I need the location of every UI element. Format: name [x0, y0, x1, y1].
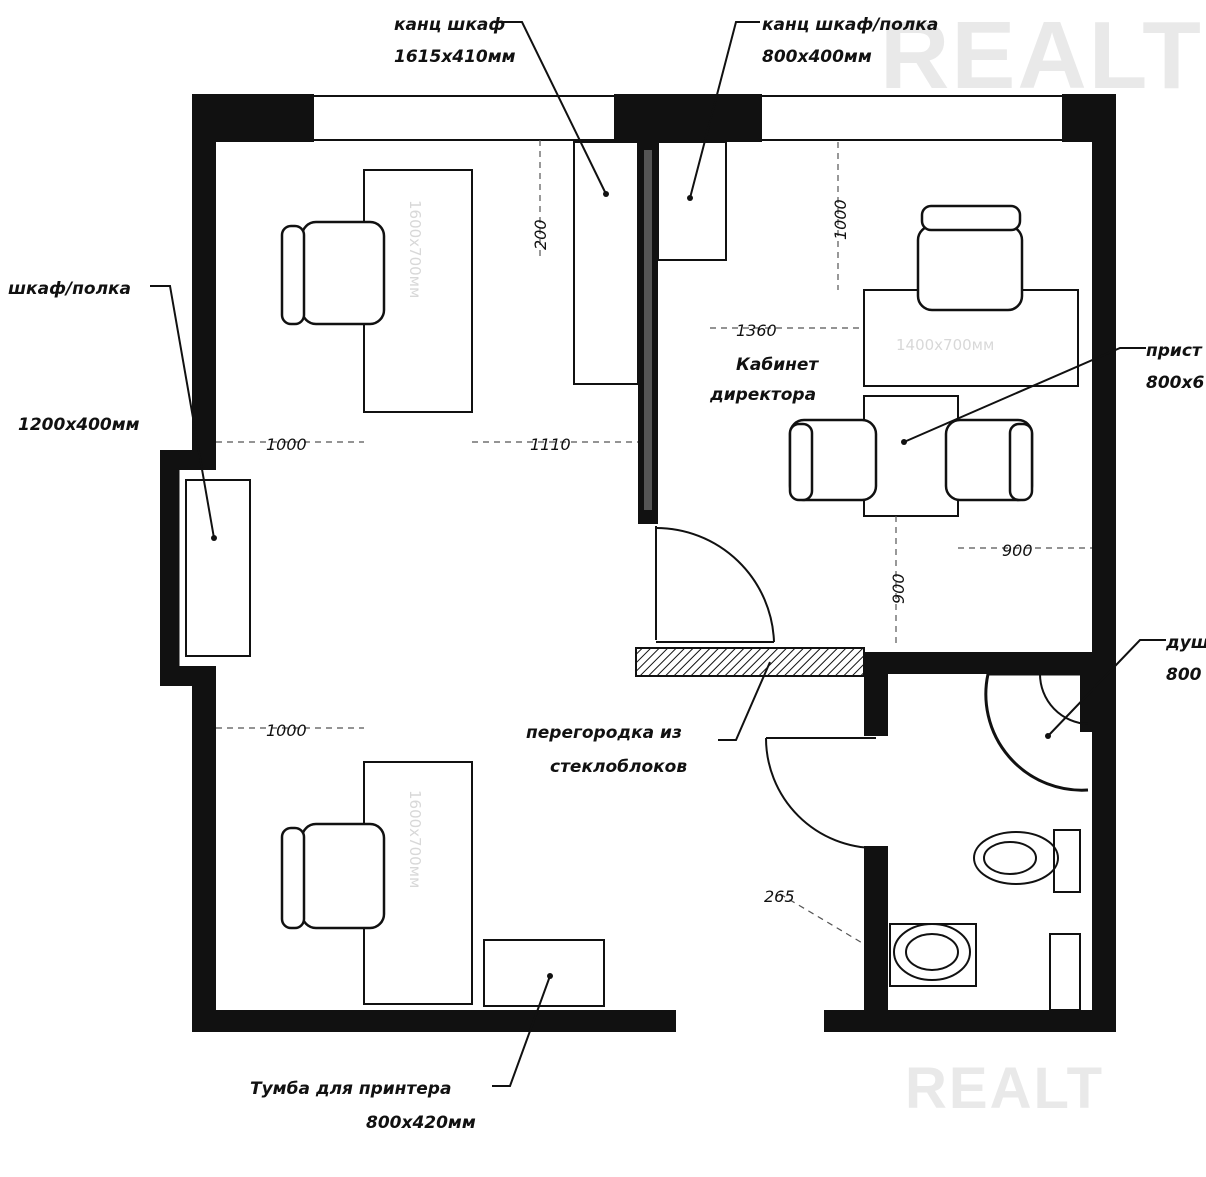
- label-shelf-1200-line2: 1200x400мм: [18, 415, 140, 435]
- door-bathroom: [765, 737, 877, 849]
- label-shelf-1200-line1: шкаф/полка: [8, 279, 131, 299]
- dim-1000-left: 1000: [266, 435, 307, 454]
- dim-1360: 1360: [736, 321, 777, 340]
- dim-1000-lower: 1000: [266, 721, 307, 740]
- label-cabinet-800-line1: канц шкаф/полка: [762, 15, 938, 35]
- dimension-lines: [216, 140, 1092, 945]
- director-cabinet: [657, 141, 727, 261]
- visitor-chair-right: [944, 418, 1034, 502]
- interior-walls: [635, 142, 1092, 1010]
- desk-top-label: 1600x700мм: [406, 200, 424, 298]
- dim-200: 200: [531, 219, 550, 250]
- director-chair: [916, 204, 1024, 312]
- label-printer-stand-line1: Тумба для принтера: [250, 1079, 451, 1099]
- dim-1000-top: 1000: [831, 199, 850, 240]
- side-table: [863, 395, 959, 517]
- label-director-room-line1: Кабинет: [736, 355, 819, 375]
- desk-bottom-label: 1600x700мм: [406, 790, 424, 888]
- left-shelf: [185, 479, 251, 657]
- office-cabinet: [573, 141, 639, 385]
- toilet: [973, 829, 1081, 893]
- label-table-extension-line2: 800x6: [1146, 373, 1204, 393]
- label-director-room-line2: директора: [709, 385, 816, 405]
- watermark-top: REALT: [880, 2, 1203, 109]
- outer-walls: [160, 94, 1116, 1032]
- shower: [984, 672, 1089, 792]
- label-cabinet-1615-line1: канц шкаф: [394, 15, 505, 35]
- watermark-bottom: REALT: [905, 1056, 1104, 1121]
- chair-bottom: [280, 822, 386, 930]
- label-glass-partition-line1: перегородка из: [526, 723, 682, 743]
- leader-lines: [150, 21, 1166, 1087]
- label-glass-partition-line2: стеклоблоков: [550, 757, 687, 777]
- bath-cabinet: [1049, 933, 1081, 1011]
- label-cabinet-1615-line2: 1615x410мм: [394, 47, 516, 67]
- sink: [889, 923, 977, 987]
- label-printer-stand-line2: 800x420мм: [366, 1113, 476, 1133]
- dim-265: 265: [764, 887, 795, 906]
- chair-top: [280, 220, 386, 326]
- director-desk-label: 1400x700мм: [896, 336, 994, 354]
- label-shower-line2: 800: [1166, 665, 1202, 685]
- door-office: [655, 526, 775, 643]
- visitor-chair-left: [788, 418, 878, 502]
- label-cabinet-800-line2: 800x400мм: [762, 47, 872, 67]
- label-table-extension-line1: прист: [1146, 341, 1203, 361]
- dim-900-v: 900: [889, 573, 908, 604]
- dim-900-h: 900: [1002, 541, 1033, 560]
- glass-block-partition: [635, 647, 865, 677]
- dim-1110: 1110: [530, 435, 571, 454]
- label-shower-line1: душ: [1165, 633, 1206, 653]
- printer-stand: [483, 939, 605, 1007]
